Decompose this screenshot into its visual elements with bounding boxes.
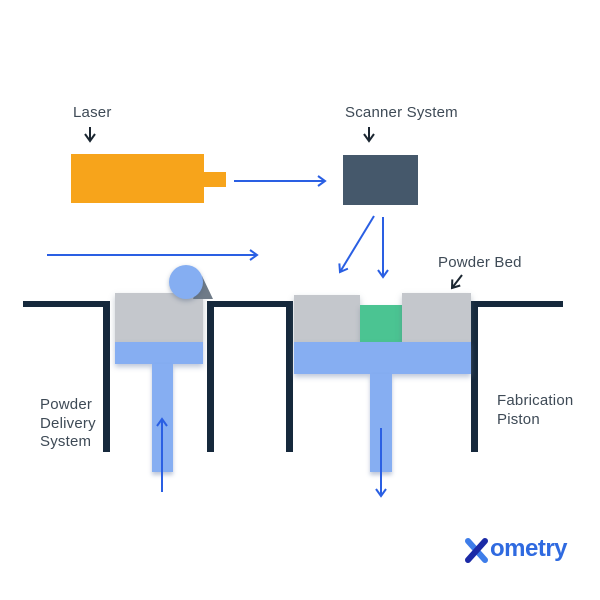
laser-label: Laser (73, 104, 112, 121)
powder-delivery-line-1: Powder (40, 396, 93, 413)
fabrication-powder-left (294, 295, 360, 342)
powder-delivery-powder (115, 293, 203, 342)
powder-delivery-piston-head (115, 342, 203, 364)
powder-delivery-piston-rod (152, 364, 173, 472)
fabrication-right-wall (471, 301, 478, 452)
laser-box (71, 154, 204, 203)
powder-bed-label-arrow-icon (450, 274, 463, 290)
fabrication-left-wall (286, 301, 293, 452)
powder-bed-label: Powder Bed (438, 254, 522, 271)
chamber-baseline-right (471, 301, 563, 307)
xometry-x-icon (465, 537, 488, 563)
scanner-system-label: Scanner System (345, 104, 458, 121)
powder-delivery-system-label: Powder Delivery System (40, 396, 96, 452)
laser-nozzle (204, 172, 226, 187)
fabrication-piston-line-2: Piston (497, 410, 540, 428)
xometry-wordmark: ometry (490, 535, 568, 562)
chamber-baseline-middle (207, 301, 293, 307)
sintered-part (360, 305, 402, 342)
scanner-box (343, 155, 418, 205)
fabrication-piston-rod (370, 374, 392, 472)
fabrication-piston-line-1: Fabrication (497, 392, 574, 409)
powder-delivery-right-wall (207, 301, 214, 452)
powder-delivery-line-2: Delivery (40, 414, 96, 432)
powder-delivery-left-wall (103, 301, 110, 452)
fabrication-piston-head (294, 342, 471, 374)
scanner-beam-arrow-diagonal (338, 215, 375, 274)
roller-circle (169, 265, 203, 299)
powder-delivery-line-3: System (40, 433, 92, 450)
fabrication-piston-label: Fabrication Piston (497, 392, 573, 429)
chamber-baseline-left (23, 301, 110, 307)
fabrication-powder-right (402, 293, 471, 342)
xometry-logo: ometry (464, 534, 568, 564)
